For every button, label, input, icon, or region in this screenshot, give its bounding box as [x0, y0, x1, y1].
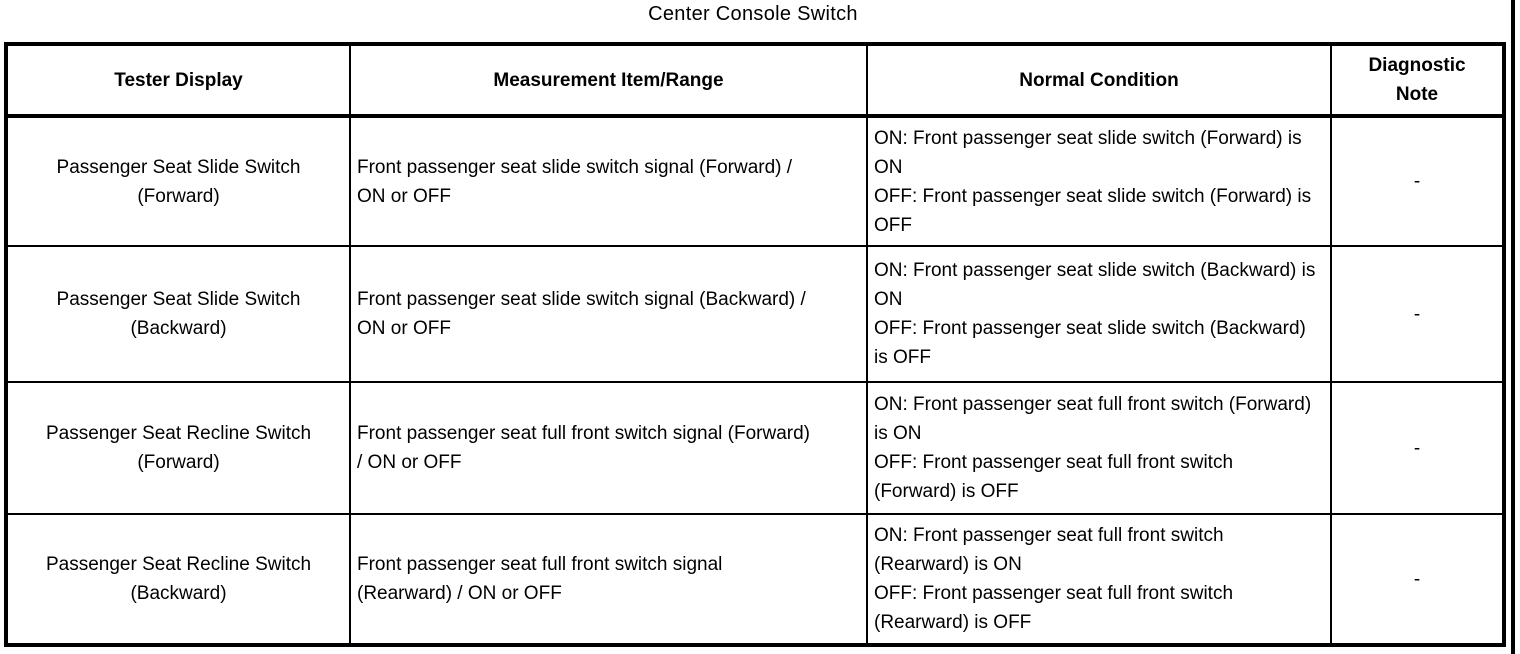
condition-off-line: OFF: Front passenger seat slide switch (…	[874, 318, 1306, 368]
cell-normal-condition: ON: Front passenger seat full front swit…	[866, 381, 1332, 515]
cell-normal-condition: ON: Front passenger seat full front swit…	[866, 513, 1332, 646]
col-header-measurement-item-range: Measurement Item/Range	[349, 43, 868, 118]
cell-normal-condition: ON: Front passenger seat slide switch (F…	[866, 115, 1332, 247]
cell-measurement-item-range: Front passenger seat slide switch signal…	[349, 245, 868, 383]
table-header-row: Tester Display Measurement Item/Range No…	[5, 43, 1505, 118]
cell-tester-display: Passenger Seat Recline Switch (Forward)	[5, 381, 351, 515]
condition-off-line: OFF: Front passenger seat full front swi…	[874, 452, 1234, 502]
cell-diagnostic-note: -	[1330, 381, 1505, 515]
cell-measurement-item-range: Front passenger seat full front switch s…	[349, 513, 868, 646]
condition-on-line: ON: Front passenger seat full front swit…	[874, 525, 1224, 575]
table-row: Passenger Seat Recline Switch (Forward) …	[5, 381, 1505, 515]
page-title: Center Console Switch	[648, 3, 858, 25]
condition-off-line: OFF: Front passenger seat full front swi…	[874, 583, 1234, 633]
signal-data-table: Tester Display Measurement Item/Range No…	[4, 42, 1506, 647]
cell-measurement-item-range: Front passenger seat slide switch signal…	[349, 115, 868, 247]
cell-normal-condition: ON: Front passenger seat slide switch (B…	[866, 245, 1332, 383]
table-row: Passenger Seat Slide Switch (Backward) F…	[5, 245, 1505, 383]
condition-off-line: OFF: Front passenger seat slide switch (…	[874, 185, 1312, 236]
page-right-border-line	[1511, 0, 1515, 654]
col-header-diagnostic-note: Diagnostic Note	[1330, 43, 1505, 118]
cell-diagnostic-note: -	[1330, 245, 1505, 383]
col-header-normal-condition: Normal Condition	[866, 43, 1332, 118]
cell-measurement-item-range: Front passenger seat full front switch s…	[349, 381, 868, 515]
condition-on-line: ON: Front passenger seat slide switch (B…	[874, 260, 1316, 310]
cell-diagnostic-note: -	[1330, 115, 1505, 247]
table-row: Passenger Seat Slide Switch (Forward) Fr…	[5, 115, 1505, 247]
cell-tester-display: Passenger Seat Slide Switch (Backward)	[5, 245, 351, 383]
cell-tester-display: Passenger Seat Slide Switch (Forward)	[5, 115, 351, 247]
cell-tester-display: Passenger Seat Recline Switch (Backward)	[5, 513, 351, 646]
cell-diagnostic-note: -	[1330, 513, 1505, 646]
condition-on-line: ON: Front passenger seat slide switch (F…	[874, 127, 1302, 178]
table-row: Passenger Seat Recline Switch (Backward)…	[5, 513, 1505, 646]
condition-on-line: ON: Front passenger seat full front swit…	[874, 394, 1312, 444]
col-header-tester-display: Tester Display	[5, 43, 351, 118]
